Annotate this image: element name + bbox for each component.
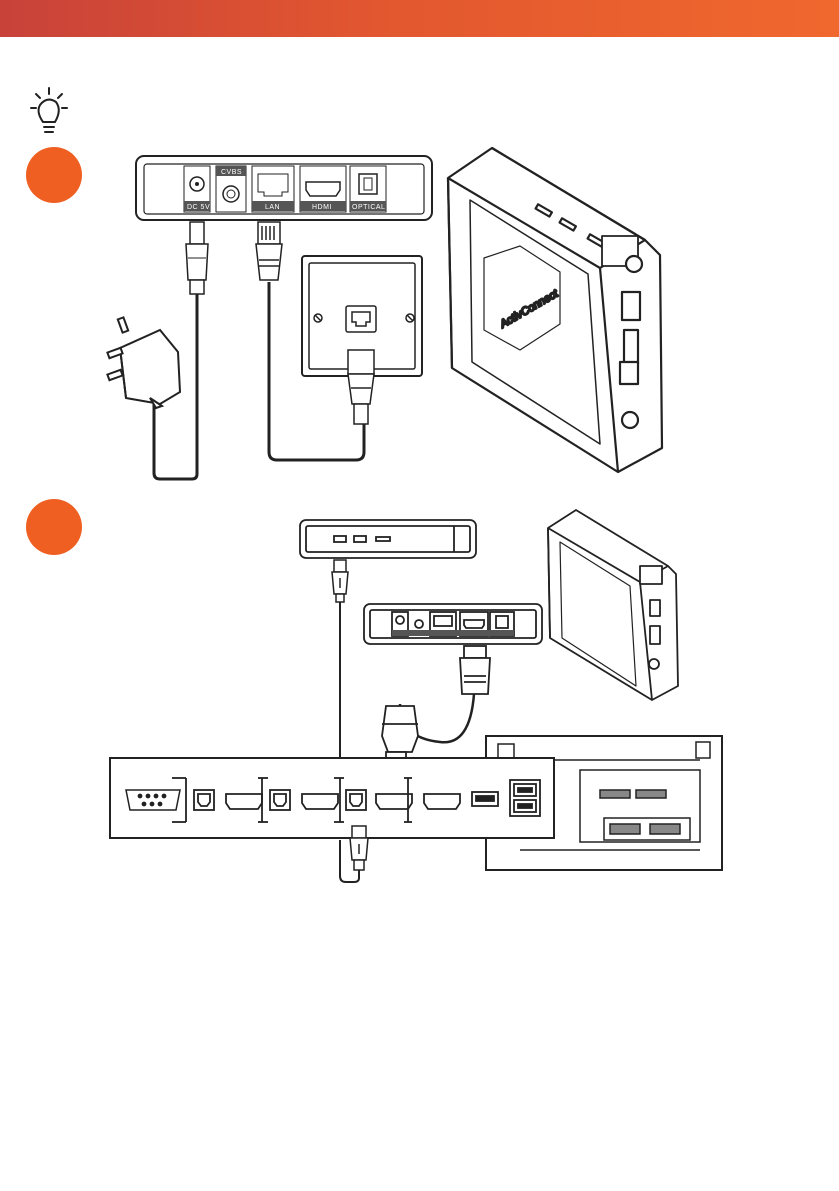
activconnect-box-3d-small (548, 510, 678, 700)
port-label-optical: OPTICAL (352, 204, 385, 211)
port-label-dc: DC 5V (187, 204, 210, 211)
box-rear-panel: DC 5V CVBS LAN HDMI OPTICAL (136, 156, 432, 220)
usb-cable-front (332, 560, 348, 760)
port-label-lan: LAN (265, 204, 280, 211)
box-front-panel (300, 520, 476, 558)
box-rear-panel-small (364, 604, 542, 644)
lightbulb-icon (31, 88, 67, 132)
ethernet-wall-socket (302, 256, 422, 424)
activconnect-box-3d: ActivConnect (448, 148, 662, 472)
hdmi-cable (382, 646, 490, 768)
port-label-hdmi: HDMI (312, 204, 332, 211)
power-adapter (107, 317, 180, 408)
port-label-cvbs: CVBS (221, 169, 242, 176)
display-connector-strip (110, 758, 554, 838)
